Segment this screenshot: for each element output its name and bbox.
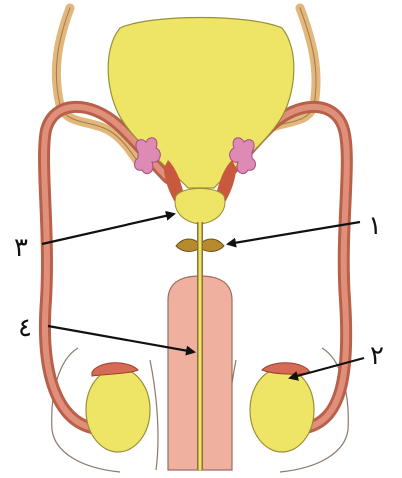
scrotum-left-inner [150,360,158,470]
label-3: ٣ [14,233,28,263]
label-2: ٢ [370,341,384,371]
left-testis [86,368,150,452]
right-testis [250,368,314,452]
prostate-gland [175,189,225,225]
label-4: ٤ [18,313,32,343]
right-epididymis [262,363,310,374]
arrow-3 [42,214,174,244]
label-1: ١ [368,211,382,241]
